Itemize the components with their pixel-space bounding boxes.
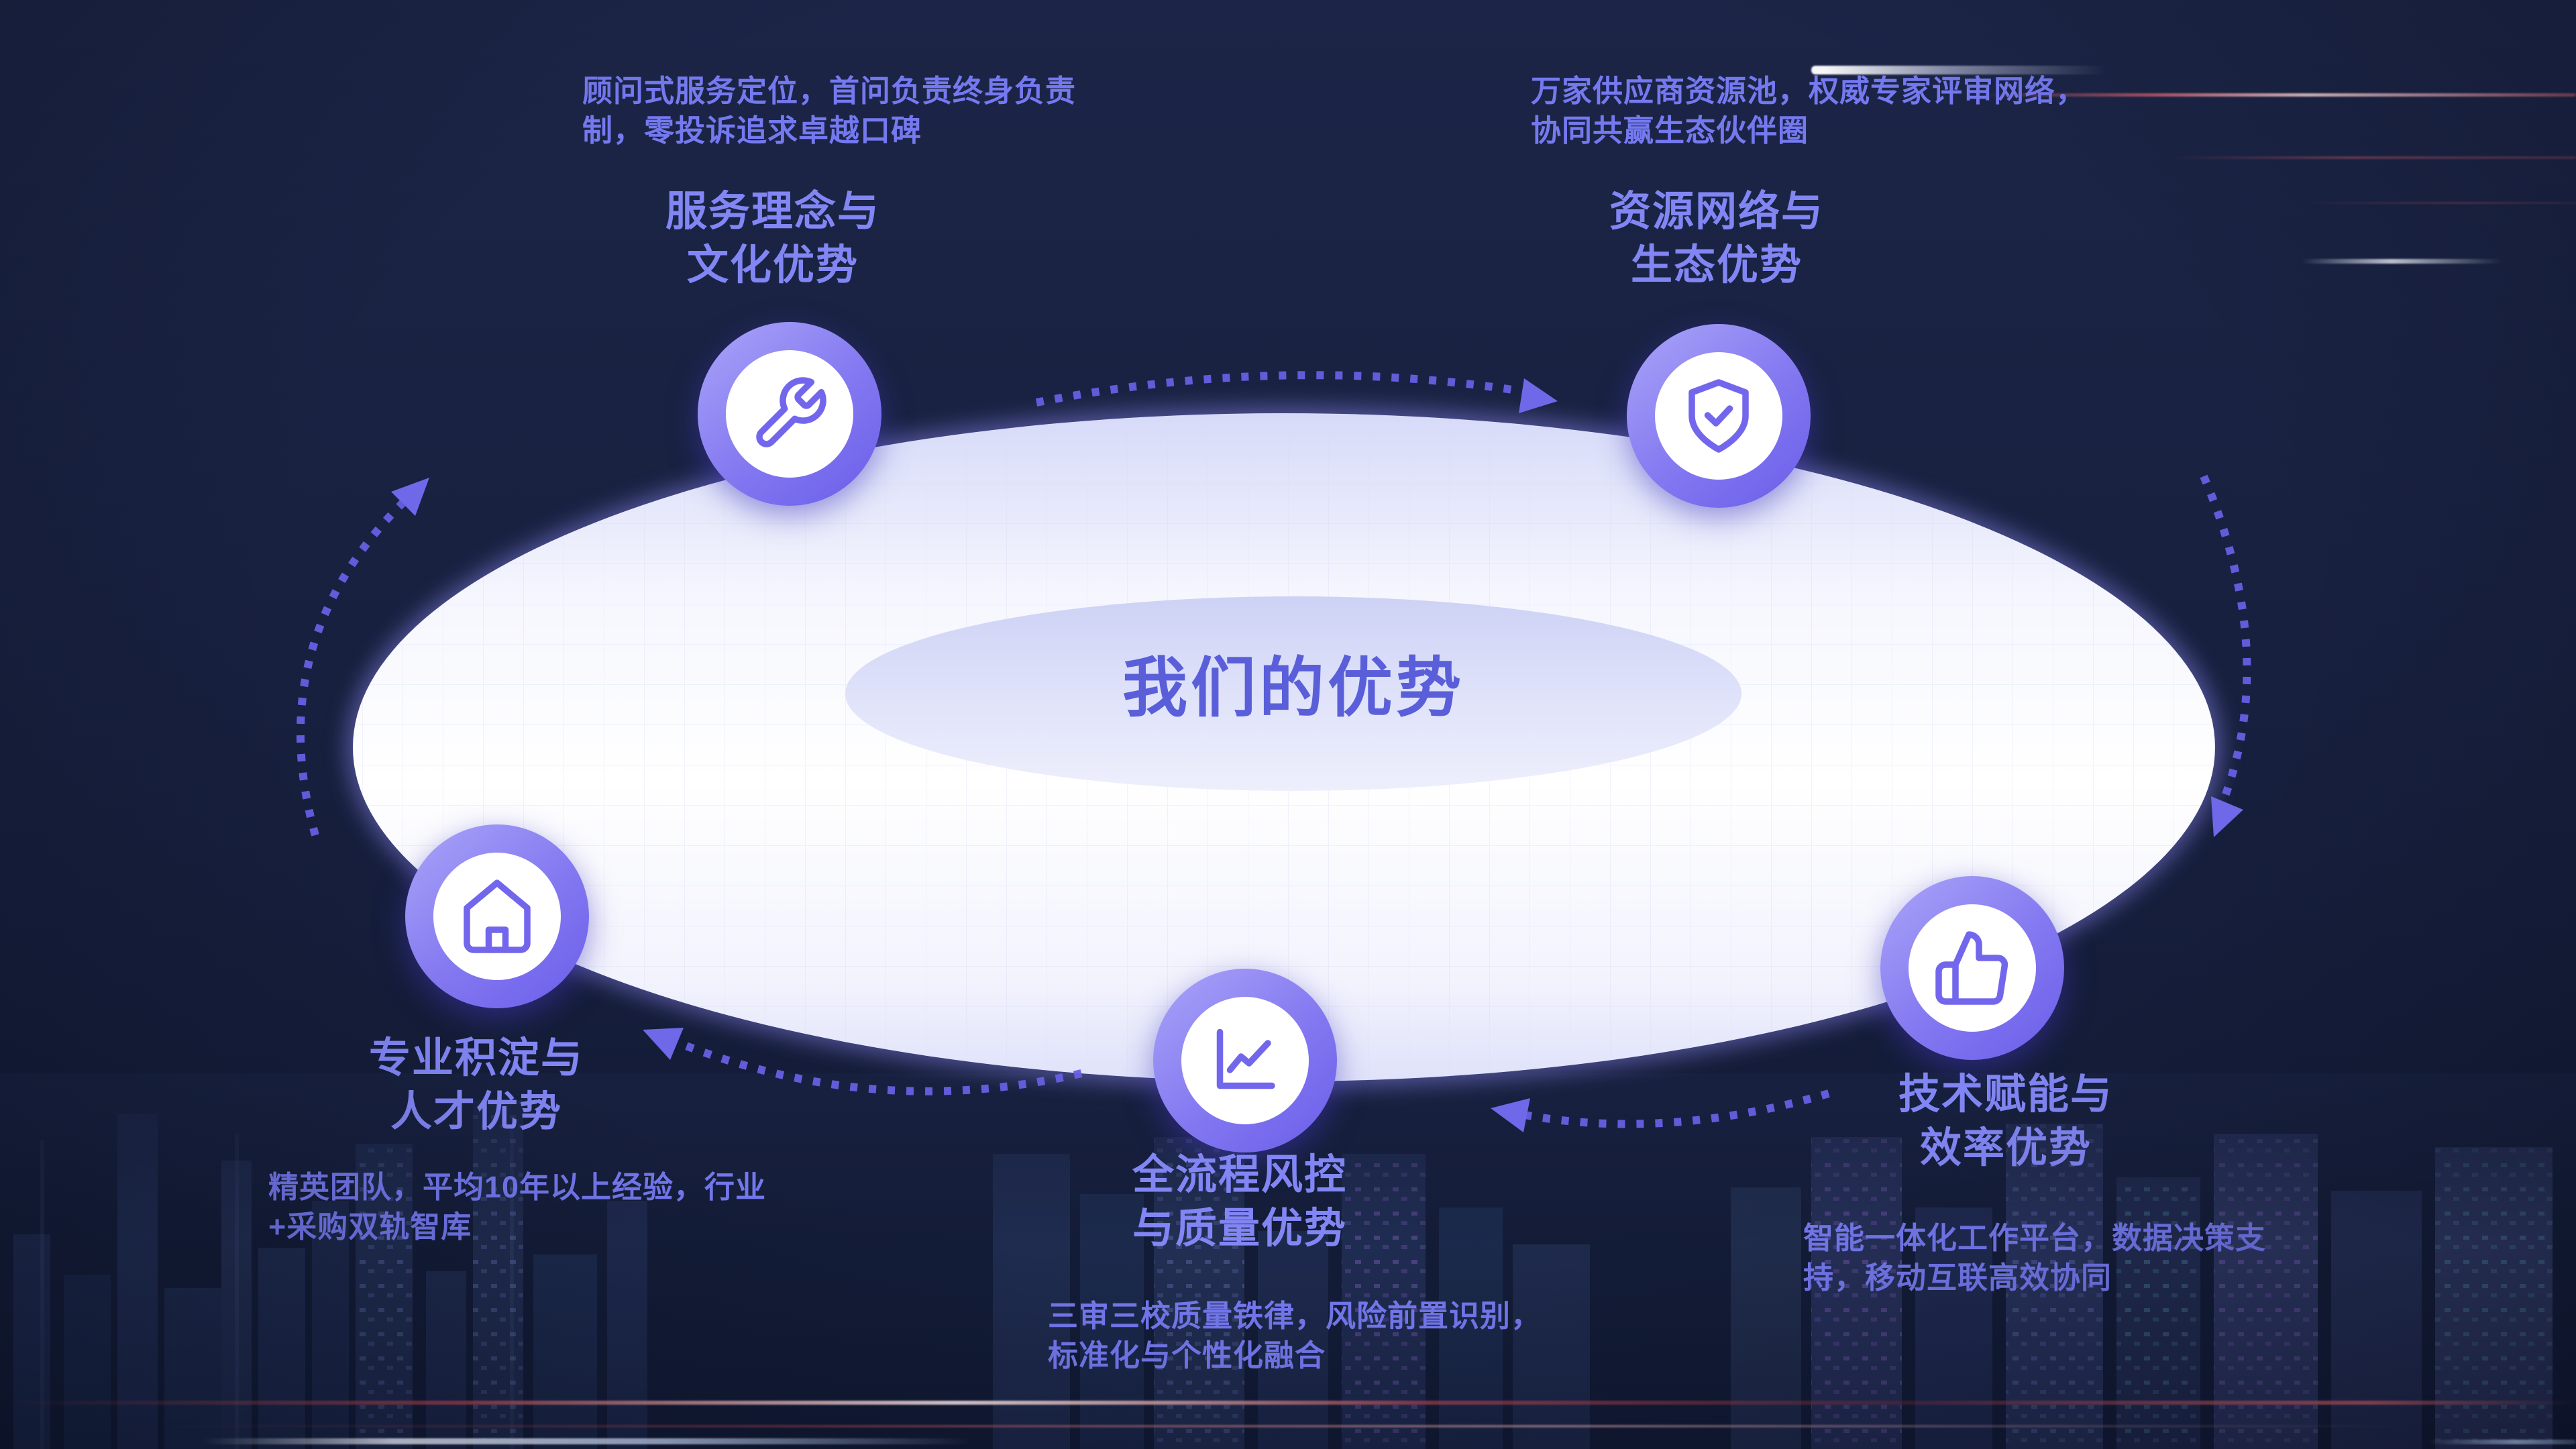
tech-node-inner bbox=[1909, 904, 2036, 1032]
title-line: 生态优势 bbox=[1630, 242, 1803, 288]
title-line: 效率优势 bbox=[1919, 1125, 2092, 1171]
title-line: 服务理念与 bbox=[665, 189, 880, 235]
desc-line: 标准化与个性化融合 bbox=[1048, 1338, 1326, 1373]
desc-line: 顾问式服务定位，首问负责终身负责 bbox=[582, 74, 1077, 108]
desc-line: 精英团队，平均10年以上经验，行业 bbox=[268, 1170, 767, 1204]
tech-title: 技术赋能与 效率优势 bbox=[1805, 1068, 2207, 1175]
title-line: 与质量优势 bbox=[1132, 1205, 1347, 1252]
resource-title: 资源网络与 生态优势 bbox=[1515, 185, 1918, 292]
resource-node-circle bbox=[1627, 324, 1811, 508]
service-node-inner bbox=[726, 350, 853, 478]
desc-line: 三审三校质量铁律，风险前置识别， bbox=[1048, 1299, 1542, 1333]
arc-bottom-left bbox=[669, 1036, 1083, 1095]
talent-node-circle bbox=[405, 824, 589, 1008]
arc-bottom-right bbox=[1516, 1089, 1830, 1128]
bottom-white-streak bbox=[201, 1438, 973, 1444]
arc-right bbox=[2200, 474, 2251, 810]
resource-node-inner bbox=[1655, 352, 1782, 480]
title-line: 文化优势 bbox=[686, 242, 859, 288]
title-line: 全流程风控 bbox=[1132, 1152, 1347, 1198]
desc-line: 制，零投诉追求卓越口碑 bbox=[582, 113, 922, 148]
desc-line: 万家供应商资源池，权威专家评审网络， bbox=[1531, 74, 2087, 108]
title-line: 人才优势 bbox=[390, 1089, 562, 1135]
red-light-streak bbox=[2167, 156, 2576, 159]
arrowhead-left-icon bbox=[1491, 1098, 1530, 1132]
page-title: 我们的优势 bbox=[1122, 651, 1464, 724]
service-title: 服务理念与 文化优势 bbox=[572, 185, 974, 292]
quality-description: 三审三校质量铁律，风险前置识别， 标准化与个性化融合 bbox=[1048, 1296, 1542, 1375]
home-icon bbox=[464, 879, 531, 953]
service-description: 顾问式服务定位，首问负责终身负责 制，零投诉追求卓越口碑 bbox=[582, 71, 1076, 150]
white-light-dash bbox=[2301, 259, 2502, 264]
arc-left bbox=[297, 500, 406, 837]
line-chart-icon bbox=[1216, 1028, 1275, 1089]
red-light-streak bbox=[2294, 202, 2576, 204]
shield-check-icon bbox=[1688, 379, 1749, 453]
quality-node-circle bbox=[1153, 969, 1337, 1152]
quality-title: 全流程风控 与质量优势 bbox=[1038, 1148, 1441, 1256]
arrowhead-down-icon bbox=[2211, 796, 2243, 837]
arrowhead-upright-icon bbox=[391, 478, 429, 516]
skyline-left-cluster bbox=[13, 1100, 647, 1449]
wrench-icon bbox=[756, 377, 826, 447]
desc-line: 智能一体化工作平台，数据决策支 bbox=[1803, 1221, 2267, 1255]
tech-description: 智能一体化工作平台，数据决策支 持，移动互联高效协同 bbox=[1803, 1218, 2266, 1297]
quality-node-inner bbox=[1181, 997, 1309, 1124]
title-line: 资源网络与 bbox=[1609, 189, 1824, 235]
desc-line: 协同共赢生态伙伴圈 bbox=[1531, 113, 1809, 148]
title-line: 专业积淀与 bbox=[368, 1035, 584, 1081]
title-line: 技术赋能与 bbox=[1898, 1071, 2113, 1118]
service-node-circle bbox=[698, 322, 881, 506]
desc-line: 持，移动互联高效协同 bbox=[1803, 1260, 2112, 1295]
tech-node-circle bbox=[1880, 876, 2064, 1060]
bottom-red-streak bbox=[148, 1425, 2415, 1428]
bottom-white-streak bbox=[2428, 1440, 2576, 1444]
arrowhead-right-icon bbox=[1519, 378, 1558, 413]
desc-line: +采购双轨智库 bbox=[268, 1210, 472, 1244]
talent-node-inner bbox=[433, 853, 561, 980]
talent-title: 专业积淀与 人才优势 bbox=[275, 1032, 678, 1139]
resource-description: 万家供应商资源池，权威专家评审网络， 协同共赢生态伙伴圈 bbox=[1531, 71, 2086, 150]
bottom-red-streak bbox=[0, 1401, 2576, 1405]
thumbs-up-icon bbox=[1935, 931, 2008, 1005]
arc-top bbox=[1035, 371, 1522, 407]
talent-description: 精英团队，平均10年以上经验，行业 +采购双轨智库 bbox=[268, 1167, 766, 1246]
